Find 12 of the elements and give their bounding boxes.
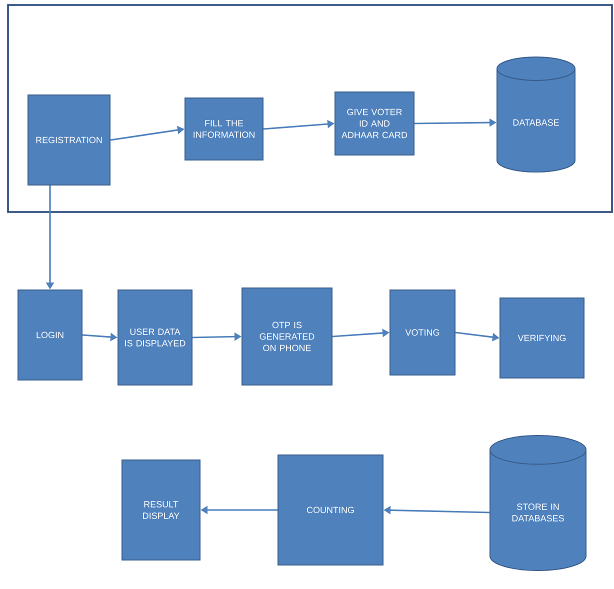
process-box: RESULT DISPLAY	[122, 460, 200, 560]
process-box: LOGIN	[18, 290, 82, 380]
process-box: OTP IS GENERATED ON PHONE	[242, 288, 332, 386]
database-cylinder: STORE IN DATABASES	[490, 434, 586, 571]
process-box: COUNTING	[278, 454, 384, 566]
process-box: USER DATA IS DISPLAYED	[118, 290, 192, 386]
database-cylinder: DATABASE	[496, 56, 576, 173]
process-box: VOTING	[390, 290, 456, 376]
process-box: VERIFYING	[500, 298, 584, 378]
process-box: GIVE VOTER ID AND ADHAAR CARD	[334, 92, 414, 156]
process-box: FILL THE INFORMATION	[184, 98, 264, 160]
process-box: REGISTRATION	[28, 94, 110, 186]
